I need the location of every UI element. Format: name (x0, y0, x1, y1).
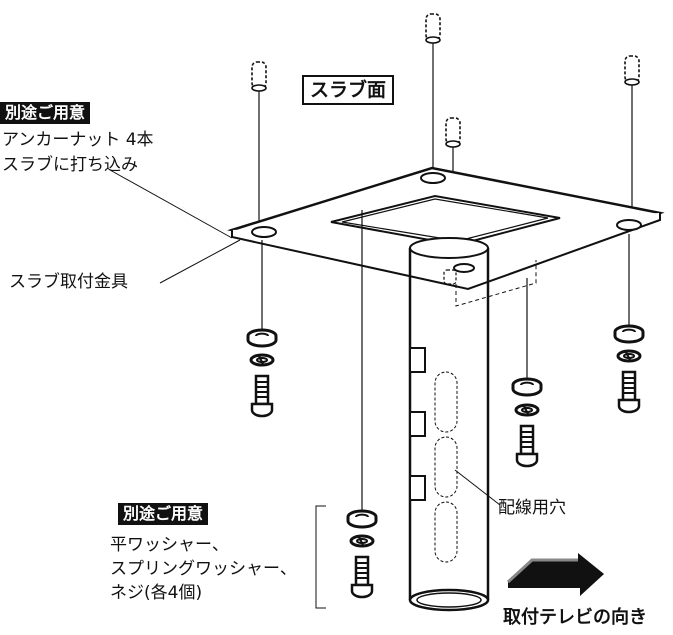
anchor-callout-line (109, 169, 233, 239)
bracket-callout-line (159, 239, 241, 284)
callout-bracket (315, 505, 326, 609)
anchor-nut-back (425, 13, 441, 44)
pole-pipe (408, 237, 537, 612)
flat-washer-bottom (346, 509, 378, 529)
bolt-left (250, 374, 274, 418)
separate-purchase-tag-1: 別途ご用意 (0, 102, 91, 124)
separate-purchase-tag-2: 別途ご用意 (118, 503, 209, 525)
anchor-nut-right (624, 55, 640, 86)
washer-label-line1: 平ワッシャー、 (110, 535, 229, 555)
spring-washer-front (514, 403, 540, 417)
bolt-right (617, 370, 641, 414)
anchor-nut-front (445, 117, 461, 148)
bolt-bottom (350, 555, 374, 599)
bolt-front (515, 424, 539, 468)
anchor-nut-left (251, 61, 267, 92)
flat-washer-front (511, 377, 543, 397)
wiring-hole-label: 配線用穴 (498, 498, 566, 518)
slab-bracket-label: スラブ取付金具 (9, 272, 128, 292)
drive-into-slab-label: スラブに打ち込み (2, 155, 138, 175)
tv-direction-label: 取付テレビの向き (503, 607, 647, 628)
slab-bracket-plate (227, 166, 665, 291)
washer-label-line2: スプリングワッシャー、 (110, 559, 297, 579)
washer-label-line3: ネジ(各4個) (110, 583, 203, 603)
anchor-nut-label: アンカーナット 4本 (2, 130, 154, 150)
spring-washer-left (249, 353, 275, 367)
slab-surface-label: スラブ面 (302, 75, 395, 105)
spring-washer-bottom (349, 534, 375, 548)
spring-washer-right (616, 349, 642, 363)
direction-arrow-icon (506, 553, 604, 596)
flat-washer-left (246, 328, 278, 348)
flat-washer-right (613, 324, 645, 344)
